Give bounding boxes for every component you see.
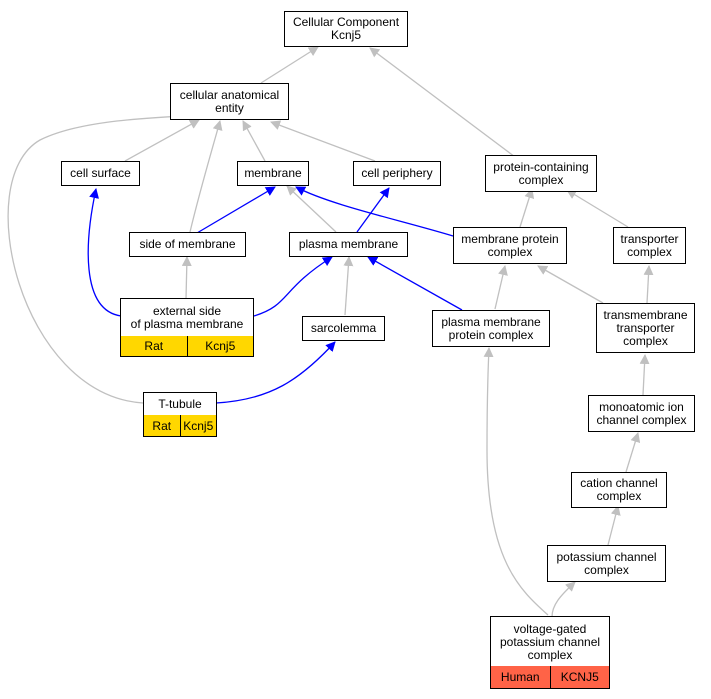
node-cellular-anatomical-entity[interactable]: cellular anatomical entity [170, 83, 289, 120]
node-cellular-component-root[interactable]: Cellular Component Kcnj5 [284, 11, 408, 47]
node-sarcolemma[interactable]: sarcolemma [302, 316, 385, 341]
node-plasma-membrane-protein-complex[interactable]: plasma membrane protein complex [432, 310, 550, 347]
node-cation-channel-complex[interactable]: cation channel complex [571, 472, 667, 508]
node-plasma-membrane[interactable]: plasma membrane [289, 232, 408, 257]
edge-cation-to-monoatomic [625, 432, 641, 473]
edge-membrane-to-cae [242, 120, 266, 162]
blue-edges [87, 186, 463, 404]
species-cell-rat: Rat [121, 336, 187, 356]
gray-edges [7, 46, 654, 618]
node-membrane-protein-complex[interactable]: membrane protein complex [453, 227, 567, 264]
node-transmembrane-transporter-complex[interactable]: transmembrane transporter complex [596, 303, 695, 353]
node-label: voltage-gated potassium channel complex [491, 617, 609, 668]
species-cell-rat: Rat [144, 415, 180, 436]
gene-cell: Kcnj5 [186, 336, 253, 356]
edge-ttc-to-mpc [537, 265, 604, 304]
node-cell-surface[interactable]: cell surface [61, 161, 140, 186]
edge-side-to-membrane [196, 186, 276, 234]
gene-cell: Kcnj5 [179, 415, 216, 436]
edge-external-to-side [181, 256, 192, 300]
edge-ttubule-to-sarcolemma [215, 341, 336, 404]
edge-tc-to-pcc [566, 189, 629, 228]
edge-cellperiphery-to-cae [270, 120, 376, 162]
edge-cellsurface-to-cae [124, 119, 200, 162]
node-membrane[interactable]: membrane [237, 161, 309, 186]
node-label: external side of plasma membrane [121, 299, 253, 337]
node-monoatomic-ion-channel-complex[interactable]: monoatomic ion channel complex [588, 395, 695, 432]
edge-mpc-to-membrane [295, 186, 454, 237]
edge-external-to-cellsurface [87, 188, 122, 317]
edge-mpc-to-pcc [519, 188, 535, 228]
edge-ttc-to-tc [643, 265, 654, 304]
node-t-tubule[interactable]: T-tubule Rat Kcnj5 [143, 392, 217, 437]
edge-monoatomic-to-ttc [639, 354, 650, 396]
edge-pcc-to-root [369, 47, 516, 158]
node-voltage-gated-potassium-channel-complex[interactable]: voltage-gated potassium channel complex … [490, 616, 610, 689]
node-cell-periphery[interactable]: cell periphery [353, 161, 441, 186]
edge-ttubule-to-cae [7, 110, 199, 404]
node-label: T-tubule [144, 393, 216, 417]
edge-vgk-to-potassium [551, 581, 576, 618]
edge-cae-to-root [260, 46, 319, 84]
node-external-side-of-plasma-membrane[interactable]: external side of plasma membrane Rat Kcn… [120, 298, 254, 357]
edge-vgk-to-pmpc [483, 347, 549, 616]
edge-pm-to-cellperiphery [356, 187, 390, 233]
node-transporter-complex[interactable]: transporter complex [613, 227, 686, 264]
edge-sarcolemma-to-pm [343, 256, 354, 316]
species-cell-human: Human [491, 666, 550, 688]
edge-pmpc-to-pm [367, 256, 463, 311]
edge-external-to-pm [253, 256, 333, 317]
edge-sideofmembrane-to-cae [189, 120, 223, 233]
edge-pmpc-to-mpc [494, 265, 508, 310]
node-side-of-membrane[interactable]: side of membrane [129, 232, 246, 257]
node-potassium-channel-complex[interactable]: potassium channel complex [547, 545, 666, 582]
edge-potassium-to-cation [607, 505, 621, 546]
edge-plasmamembrane-to-membrane [286, 185, 337, 233]
node-protein-containing-complex[interactable]: protein-containing complex [485, 155, 597, 192]
gene-cell: KCNJ5 [549, 666, 609, 688]
